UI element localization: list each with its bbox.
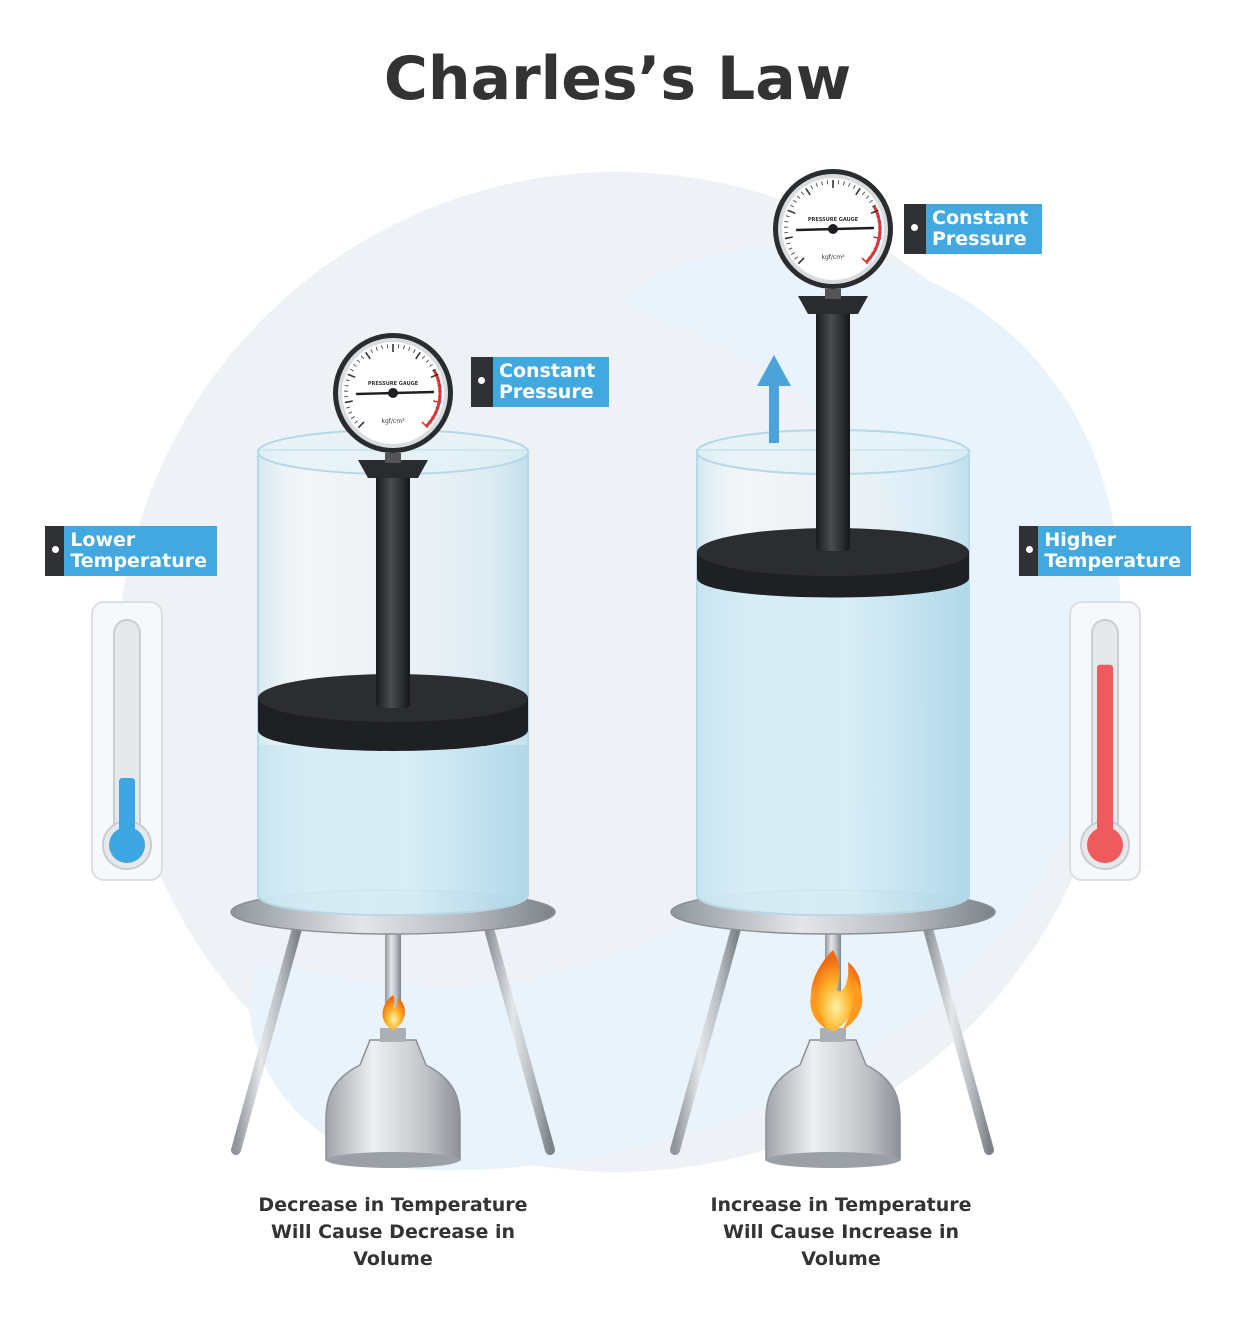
left-thermometer-bulb <box>109 827 145 863</box>
left-constant-pressure-label: Constant Pressure <box>471 357 609 407</box>
gauge-name: PRESSURE GAUGE <box>808 217 859 223</box>
right-thermometer-bulb <box>1087 827 1123 863</box>
page-title: Charles’s Law <box>383 44 852 114</box>
right-caption: Increase in Temperature Will Cause Incre… <box>710 1194 972 1270</box>
left-stand-leg-left <box>231 920 303 1155</box>
left-caption: Decrease in Temperature Will Cause Decre… <box>258 1194 528 1270</box>
right-piston <box>697 296 969 598</box>
right-stand-leg-left <box>670 920 742 1155</box>
left-piston <box>258 460 528 751</box>
right-thermometer-fill <box>1097 664 1113 850</box>
right-thermometer <box>1069 601 1141 881</box>
left-stand-leg-right <box>483 920 555 1155</box>
left-burner-tube <box>385 930 401 1020</box>
left-pressure-gauge: PRESSURE GAUGE kgf/cm² <box>333 333 453 463</box>
left-flame-icon <box>382 995 405 1030</box>
volume-increase-arrow-icon <box>757 355 791 443</box>
left-apparatus: PRESSURE GAUGE kgf/cm² <box>230 333 556 1168</box>
right-burner <box>765 1028 901 1168</box>
gauge-unit: kgf/cm² <box>822 254 846 261</box>
right-stand-leg-right <box>922 920 994 1155</box>
gauge-unit: kgf/cm² <box>382 418 406 425</box>
left-burner <box>325 1028 461 1168</box>
label-marker <box>904 204 926 254</box>
higher-temperature-label: Higher Temperature <box>1019 526 1191 576</box>
label-marker <box>471 357 493 407</box>
label-marker <box>1019 526 1039 576</box>
right-apparatus: PRESSURE GAUGE kgf/cm² <box>670 169 996 1168</box>
right-constant-pressure-label: Constant Pressure <box>904 204 1042 254</box>
right-pressure-gauge: PRESSURE GAUGE kgf/cm² <box>773 169 893 299</box>
right-flame-icon <box>810 950 863 1032</box>
gauge-name: PRESSURE GAUGE <box>368 381 419 387</box>
label-marker <box>45 526 65 576</box>
lower-temperature-label: Lower Temperature <box>45 526 217 576</box>
left-thermometer <box>91 601 163 881</box>
